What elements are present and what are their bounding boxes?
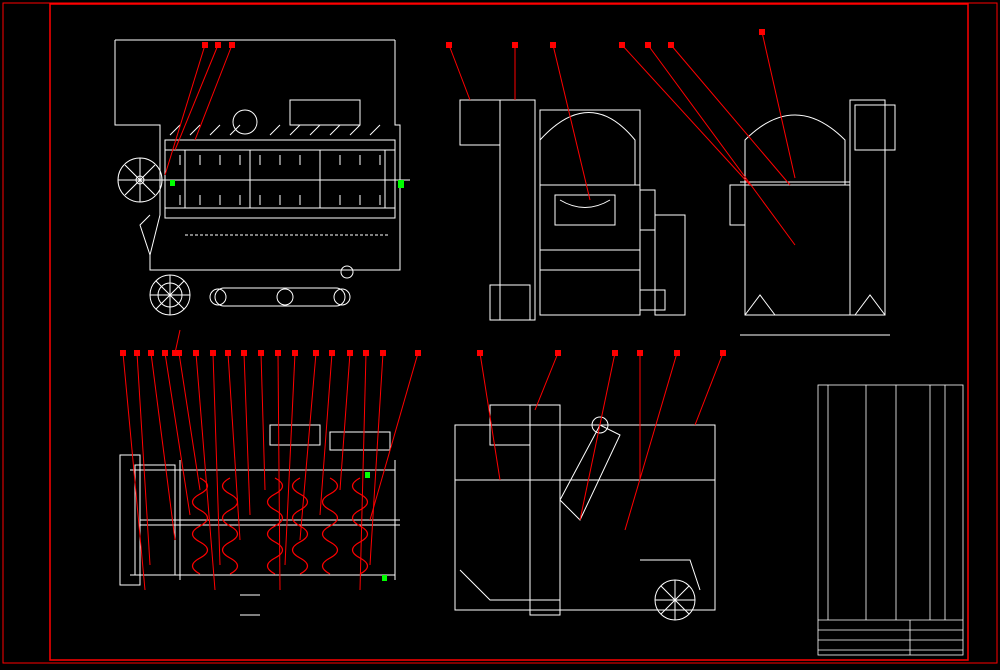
top-view-leader-13 bbox=[299, 352, 317, 541]
section-view-leader-6-balloon bbox=[720, 350, 726, 356]
main-view-highlights bbox=[170, 180, 404, 188]
inner-border bbox=[49, 3, 969, 661]
top-view-leader-3 bbox=[150, 352, 176, 541]
top-view-leader-9 bbox=[243, 352, 251, 516]
main-leader-3-balloon bbox=[229, 42, 235, 48]
main-view bbox=[114, 39, 410, 316]
section-view-leader-1-balloon bbox=[477, 350, 483, 356]
right-view-leader-3 bbox=[670, 44, 791, 186]
top-view-leader-15 bbox=[339, 352, 351, 491]
top-view-leader-2-balloon bbox=[134, 350, 140, 356]
top-view-leader-7 bbox=[212, 352, 221, 566]
top-view-leader-11-balloon bbox=[275, 350, 281, 356]
top-view-leader-16 bbox=[359, 352, 367, 591]
left-view-leader-1 bbox=[448, 44, 471, 101]
top-view bbox=[119, 424, 400, 616]
top-view-leader-5-balloon bbox=[176, 350, 182, 356]
top-view-leader-wheel-balloon bbox=[172, 350, 178, 356]
right-view-leader-3-balloon bbox=[668, 42, 674, 48]
left-view bbox=[459, 99, 686, 321]
right-view-leader-4-balloon bbox=[759, 29, 765, 35]
top-view-leader-14-balloon bbox=[329, 350, 335, 356]
section-view bbox=[454, 404, 716, 621]
top-view-leader-right-balloon bbox=[415, 350, 421, 356]
right-view-leader-1 bbox=[621, 44, 751, 186]
main-leader-2 bbox=[174, 44, 219, 151]
left-view-leader-2-balloon bbox=[512, 42, 518, 48]
section-view-leader-2 bbox=[534, 352, 559, 411]
section-view-leader-4-balloon bbox=[637, 350, 643, 356]
top-view-leader-9-balloon bbox=[241, 350, 247, 356]
left-view-leader-1-balloon bbox=[446, 42, 452, 48]
top-view-leader-15-balloon bbox=[347, 350, 353, 356]
top-view-leader-14 bbox=[319, 352, 333, 516]
main-leader-1-balloon bbox=[202, 42, 208, 48]
section-view-leader-2-balloon bbox=[555, 350, 561, 356]
top-view-leader-1 bbox=[122, 352, 146, 591]
right-view-leader-2-balloon bbox=[645, 42, 651, 48]
section-view-leader-6 bbox=[694, 352, 724, 426]
main-leader-3 bbox=[194, 44, 233, 141]
section-view-leader-5-balloon bbox=[674, 350, 680, 356]
top-view-leader-6-balloon bbox=[193, 350, 199, 356]
parts-list-table bbox=[817, 384, 964, 656]
right-view-leader-1-balloon bbox=[619, 42, 625, 48]
top-view-leader-8 bbox=[227, 352, 241, 541]
top-view-leader-wheel bbox=[174, 329, 181, 354]
left-view-leader-3-balloon bbox=[550, 42, 556, 48]
main-leader-2-balloon bbox=[215, 42, 221, 48]
top-view-leader-12-balloon bbox=[292, 350, 298, 356]
left-view-leader-3 bbox=[552, 44, 591, 201]
right-view-leader-2 bbox=[647, 44, 796, 246]
top-view-leader-1-balloon bbox=[120, 350, 126, 356]
top-view-leader-10 bbox=[260, 352, 266, 491]
augers bbox=[191, 477, 369, 575]
top-view-leader-6 bbox=[195, 352, 216, 591]
top-view-leader-11 bbox=[277, 352, 281, 591]
top-view-leader-7-balloon bbox=[210, 350, 216, 356]
top-view-leader-12 bbox=[284, 352, 296, 566]
top-view-leader-8-balloon bbox=[225, 350, 231, 356]
top-view-leader-16-balloon bbox=[363, 350, 369, 356]
top-view-leader-2 bbox=[136, 352, 151, 566]
top-view-leader-10-balloon bbox=[258, 350, 264, 356]
top-view-leader-5 bbox=[178, 352, 201, 491]
right-view-leader-4 bbox=[761, 31, 796, 179]
main-drum-ribs bbox=[184, 150, 386, 208]
top-view-leader-13-balloon bbox=[313, 350, 319, 356]
section-view-leader-3-balloon bbox=[612, 350, 618, 356]
section-view-leader-1 bbox=[479, 352, 501, 481]
top-view-leader-3-balloon bbox=[148, 350, 154, 356]
top-view-leader-4-balloon bbox=[162, 350, 168, 356]
right-view bbox=[729, 99, 896, 336]
top-view-leader-17 bbox=[369, 352, 384, 566]
top-view-highlights bbox=[365, 472, 387, 581]
top-view-leader-right bbox=[369, 352, 419, 521]
section-view-leader-5 bbox=[624, 352, 678, 531]
main-leader-1 bbox=[164, 44, 206, 176]
section-view-leader-3 bbox=[579, 352, 616, 521]
top-view-leader-17-balloon bbox=[380, 350, 386, 356]
top-view-leader-4 bbox=[164, 352, 191, 516]
